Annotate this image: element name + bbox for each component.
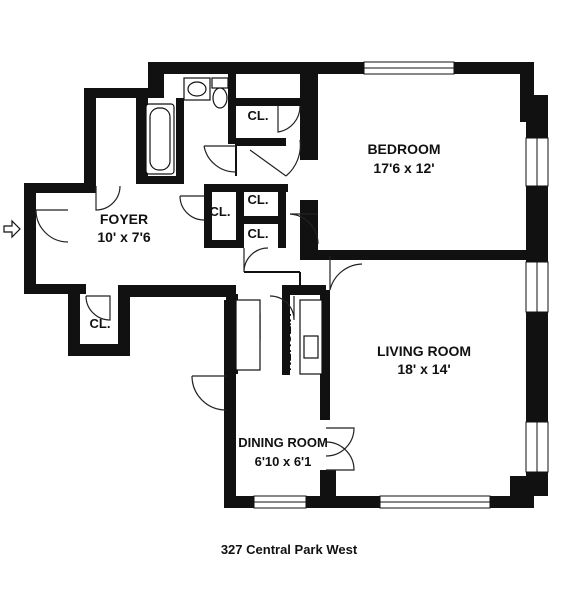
living-room-size: 18' x 14' [397, 361, 450, 377]
fixtures [145, 77, 323, 375]
living-room-name: LIVING ROOM [377, 343, 471, 359]
bedroom-size: 17'6 x 12' [373, 160, 434, 176]
kitchen-counter [235, 299, 261, 371]
address-caption: 327 Central Park West [221, 542, 358, 557]
kitchen-name: KITCHEN [279, 313, 294, 371]
entry-arrow-icon [3, 219, 21, 239]
closet-label-foyer: CL. [90, 316, 111, 331]
dining-room-size: 6'10 x 6'1 [255, 454, 312, 469]
doors [35, 105, 363, 471]
closet-label-lower: CL. [248, 226, 269, 241]
bedroom-name: BEDROOM [367, 141, 440, 157]
foyer-size: 10' x 7'6 [97, 229, 151, 245]
closet-label-top: CL. [248, 108, 269, 123]
closet-label-left: CL. [210, 204, 231, 219]
windows [253, 61, 549, 509]
interior-walls [36, 74, 528, 500]
foyer-name: FOYER [100, 211, 148, 227]
dining-room-name: DINING ROOM [238, 435, 328, 450]
closet-label-mid: CL. [248, 192, 269, 207]
thin-lines [235, 144, 301, 285]
toilet [211, 77, 229, 89]
